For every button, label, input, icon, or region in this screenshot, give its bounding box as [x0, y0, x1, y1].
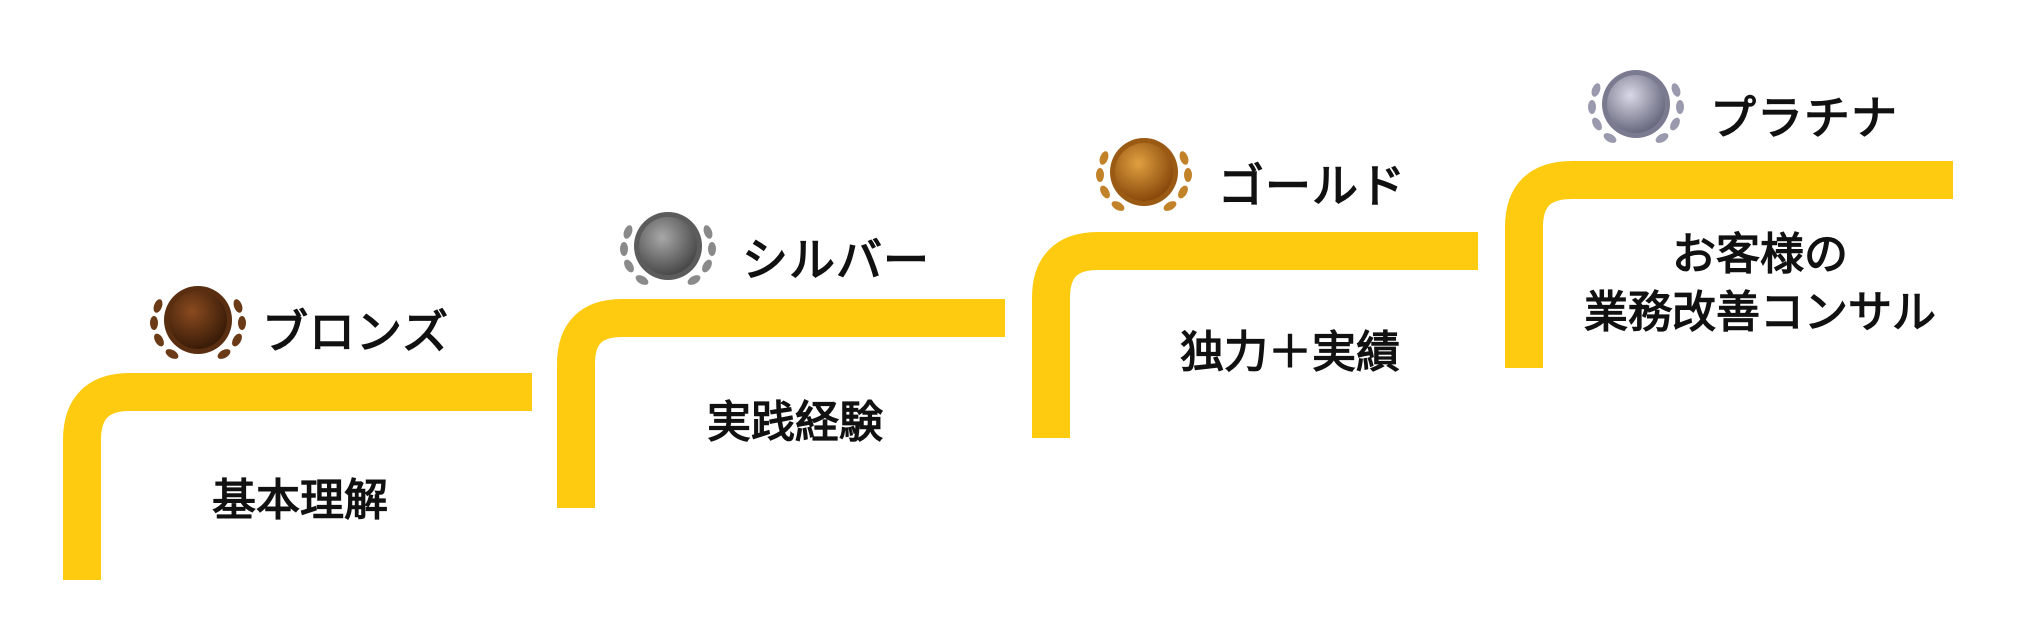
tier-name-silver: シルバー — [742, 233, 930, 287]
skill-label-bronze: 基本理解 — [212, 475, 388, 526]
silver-laurel-medal-icon — [620, 212, 716, 285]
bronze-laurel-medal-icon — [150, 286, 246, 359]
gold-laurel-medal-icon — [1096, 138, 1192, 211]
tier-name-bronze: ブロンズ — [262, 305, 450, 359]
tier-name-gold: ゴールド — [1218, 159, 1406, 213]
tier-name-platinum: プラチナ — [1710, 91, 1898, 145]
step-bronze — [63, 373, 532, 580]
platinum-laurel-medal-icon — [1588, 70, 1684, 143]
skill-label-gold: 独力＋実績 — [1180, 327, 1400, 378]
step-silver — [557, 299, 1005, 508]
step-gold — [1032, 232, 1478, 438]
step-platinum — [1505, 161, 1953, 368]
skill-label-platinum: お客様の 業務改善コンサル — [1584, 229, 1936, 338]
skill-label-silver: 実践経験 — [707, 397, 883, 448]
